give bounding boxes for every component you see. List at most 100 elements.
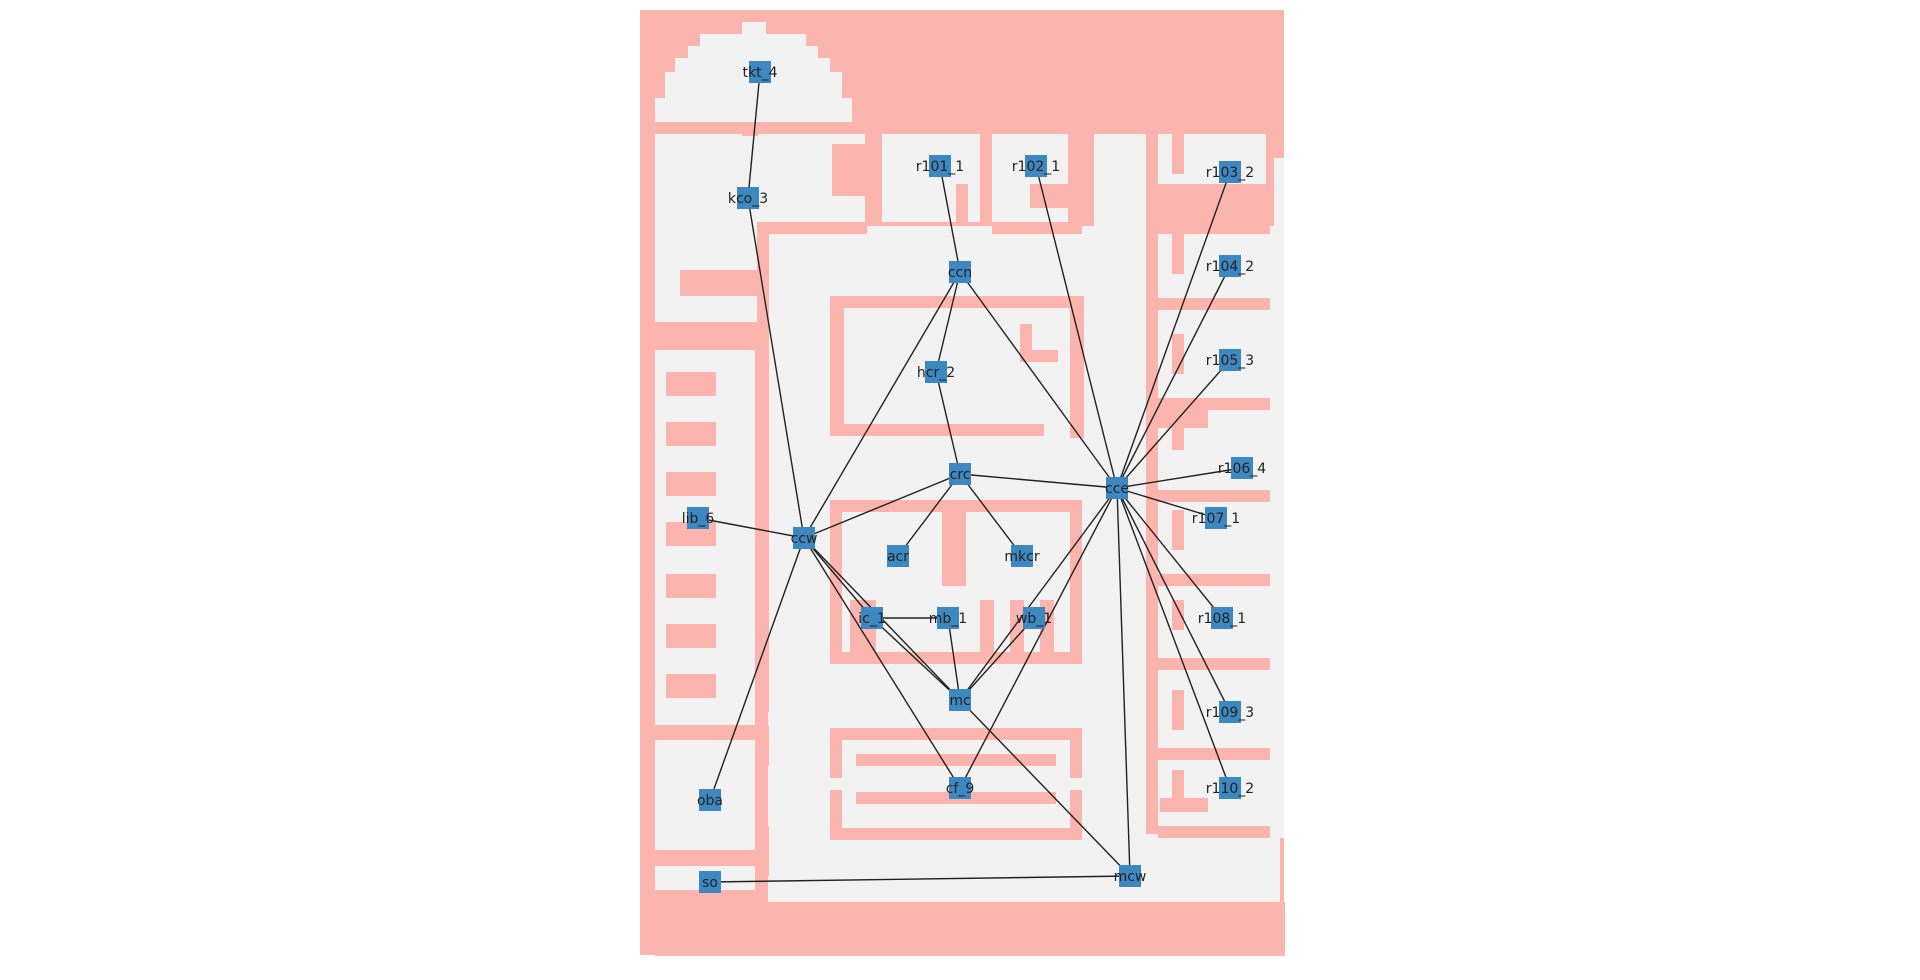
node-label: r101_1	[916, 159, 964, 175]
node-r107_1[interactable]: r107_1	[1192, 507, 1240, 529]
node-r105_3[interactable]: r105_3	[1206, 349, 1254, 371]
node-label: ic_1	[858, 611, 886, 627]
node-label: cce	[1105, 481, 1129, 497]
node-hcr_2[interactable]: hcr_2	[917, 361, 955, 383]
node-label: ccw	[791, 531, 818, 547]
edge-crc-mkcr	[959, 473, 1023, 557]
node-mb_1[interactable]: mb_1	[929, 607, 967, 629]
edge-kco_3-ccw	[747, 197, 805, 539]
node-wb_1[interactable]: wb_1	[1016, 607, 1052, 629]
node-label: r105_3	[1206, 353, 1254, 369]
edge-cce-cf_9	[959, 487, 1118, 789]
node-label: lib_6	[682, 511, 715, 527]
node-marker[interactable]	[1023, 607, 1045, 629]
node-r101_1[interactable]: r101_1	[916, 155, 964, 177]
node-label: mc	[949, 693, 970, 709]
node-marker[interactable]	[687, 507, 709, 529]
edge-oba-ccw	[709, 537, 805, 801]
node-marker[interactable]	[737, 187, 759, 209]
node-marker[interactable]	[929, 155, 951, 177]
node-cf_9[interactable]: cf_9	[946, 777, 975, 799]
edge-wb_1-mc	[959, 617, 1035, 701]
edge-r101_1-ccn	[939, 165, 961, 273]
node-marker[interactable]	[1011, 545, 1033, 567]
node-mkcr[interactable]: mkcr	[1004, 545, 1040, 567]
node-r108_1[interactable]: r108_1	[1198, 607, 1246, 629]
node-ccw[interactable]: ccw	[791, 527, 818, 549]
edge-r104_2-cce	[1116, 265, 1231, 489]
node-marker[interactable]	[949, 777, 971, 799]
node-lib_6[interactable]: lib_6	[682, 507, 715, 529]
node-marker[interactable]	[1219, 349, 1241, 371]
node-marker[interactable]	[1211, 607, 1233, 629]
node-label: ccn	[948, 265, 972, 281]
node-marker[interactable]	[1106, 477, 1128, 499]
node-marker[interactable]	[699, 789, 721, 811]
edge-tkt_4-kco_3	[747, 71, 761, 199]
node-mcw[interactable]: mcw	[1114, 865, 1147, 887]
edge-r102_1-cce	[1035, 165, 1118, 489]
edge-r110_2-cce	[1116, 487, 1231, 789]
node-label: hcr_2	[917, 365, 955, 381]
edge-ic_1-mc	[871, 617, 961, 701]
edge-ccn-cce	[959, 271, 1118, 489]
node-label: r102_1	[1012, 159, 1060, 175]
node-marker[interactable]	[749, 61, 771, 83]
node-marker[interactable]	[1025, 155, 1047, 177]
node-label: acr	[887, 549, 909, 565]
node-marker[interactable]	[1219, 777, 1241, 799]
edge-crc-cce	[959, 473, 1118, 489]
node-marker[interactable]	[699, 871, 721, 893]
node-marker[interactable]	[1219, 255, 1241, 277]
node-marker[interactable]	[937, 607, 959, 629]
node-acr[interactable]: acr	[887, 545, 909, 567]
node-marker[interactable]	[949, 689, 971, 711]
node-marker[interactable]	[949, 261, 971, 283]
node-r106_4[interactable]: r106_4	[1218, 457, 1266, 479]
edge-mc-mcw	[959, 699, 1131, 877]
node-label: mkcr	[1004, 549, 1039, 565]
node-oba[interactable]: oba	[697, 789, 723, 811]
node-ic_1[interactable]: ic_1	[858, 607, 886, 629]
node-marker[interactable]	[949, 463, 971, 485]
node-label: r104_2	[1206, 259, 1254, 275]
node-cce[interactable]: cce	[1105, 477, 1129, 499]
node-so[interactable]: so	[699, 871, 721, 893]
node-r110_2[interactable]: r110_2	[1206, 777, 1254, 799]
node-marker[interactable]	[1119, 865, 1141, 887]
node-r104_2[interactable]: r104_2	[1206, 255, 1254, 277]
node-marker[interactable]	[887, 545, 909, 567]
node-mc[interactable]: mc	[949, 689, 971, 711]
node-marker[interactable]	[1219, 701, 1241, 723]
node-marker[interactable]	[1231, 457, 1253, 479]
node-tkt_4[interactable]: tkt_4	[743, 61, 778, 83]
edge-r103_2-cce	[1116, 171, 1231, 489]
node-r103_2[interactable]: r103_2	[1206, 161, 1254, 183]
edge-ccw-cf_9	[803, 537, 961, 789]
edge-ccw-ic_1	[803, 537, 873, 619]
node-marker[interactable]	[861, 607, 883, 629]
node-label: r110_2	[1206, 781, 1254, 797]
node-label: kco_3	[728, 191, 768, 207]
node-ccn[interactable]: ccn	[948, 261, 972, 283]
node-marker[interactable]	[1205, 507, 1227, 529]
edge-mb_1-mc	[947, 617, 961, 701]
node-r102_1[interactable]: r102_1	[1012, 155, 1060, 177]
interior-walls	[655, 122, 1285, 956]
node-marker[interactable]	[1219, 161, 1241, 183]
edge-lib_6-ccw	[697, 517, 805, 539]
edge-r108_1-cce	[1116, 487, 1223, 619]
node-r109_3[interactable]: r109_3	[1206, 701, 1254, 723]
graph-edges	[697, 71, 1243, 883]
edge-cce-mc	[959, 487, 1118, 701]
node-crc[interactable]: crc	[949, 463, 971, 485]
node-kco_3[interactable]: kco_3	[728, 187, 768, 209]
edge-ccw-ccn	[803, 271, 961, 539]
node-label: r108_1	[1198, 611, 1246, 627]
edge-hcr_2-crc	[935, 371, 961, 475]
node-marker[interactable]	[925, 361, 947, 383]
node-marker[interactable]	[793, 527, 815, 549]
